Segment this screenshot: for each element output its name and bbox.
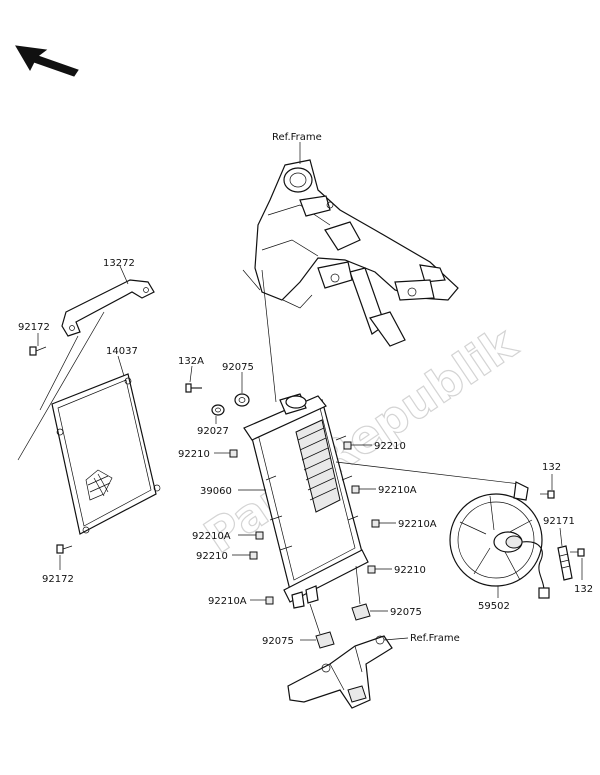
nut-92210A-left-1: [255, 531, 264, 540]
screw-132-top: [540, 490, 555, 499]
screw-92172-bottom: [56, 544, 73, 554]
label-132-top: 132: [542, 462, 561, 473]
label-39060: 39060: [200, 486, 232, 497]
nut-92210A-right-1: [351, 485, 360, 494]
collar-92027: [211, 404, 225, 416]
nut-92210-left-top: [229, 449, 238, 458]
nut-92210A-left-2: [265, 596, 274, 605]
radiator-screen-14037: [51, 373, 161, 535]
label-132-bottom: 132: [574, 584, 593, 595]
label-92075-left: 92075: [262, 636, 294, 647]
screw-92172-top: [29, 346, 47, 356]
nut-92210-left-mid: [249, 551, 258, 560]
cooling-fan-59502: [449, 481, 550, 599]
frame-bottom-bracket: [287, 635, 393, 709]
label-92075-top: 92075: [222, 362, 254, 373]
label-92210-right-mid: 92210: [394, 565, 426, 576]
label-92172-top: 92172: [18, 322, 50, 333]
screw-132-bottom: [570, 548, 585, 557]
label-92172-bottom: 92172: [42, 574, 74, 585]
nut-92210A-right-2: [371, 519, 380, 528]
label-92210-right-top: 92210: [374, 441, 406, 452]
grommet-92075-right: [351, 603, 371, 621]
label-ref-frame-bottom: Ref.Frame: [410, 633, 460, 644]
label-ref-frame-top: Ref.Frame: [272, 132, 322, 143]
grommet-92075-left: [315, 631, 335, 649]
label-132A: 132A: [178, 356, 204, 367]
radiator-core-39060: [243, 393, 369, 609]
label-92210-left-top: 92210: [178, 449, 210, 460]
bolt-132A: [185, 383, 202, 393]
label-92210A-right-1: 92210A: [378, 485, 417, 496]
nut-92210-right-mid: [367, 565, 376, 574]
label-92027: 92027: [197, 426, 229, 437]
label-92210A-right-2: 92210A: [398, 519, 437, 530]
front-direction-arrow-icon: [15, 45, 79, 77]
label-92210A-left-1: 92210A: [192, 531, 231, 542]
label-92171: 92171: [543, 516, 575, 527]
label-92075-right: 92075: [390, 607, 422, 618]
grommet-92075-top: [234, 393, 250, 407]
label-59502: 59502: [478, 601, 510, 612]
label-92210A-left-2: 92210A: [208, 596, 247, 607]
label-92210-left-mid: 92210: [196, 551, 228, 562]
label-14037: 14037: [106, 346, 138, 357]
label-13272: 13272: [103, 258, 135, 269]
radiator-cover-13272: [61, 279, 155, 337]
nut-92210-right-top: [343, 441, 352, 450]
stud-92171: [557, 545, 573, 581]
frame-top-drawing: [254, 159, 459, 347]
